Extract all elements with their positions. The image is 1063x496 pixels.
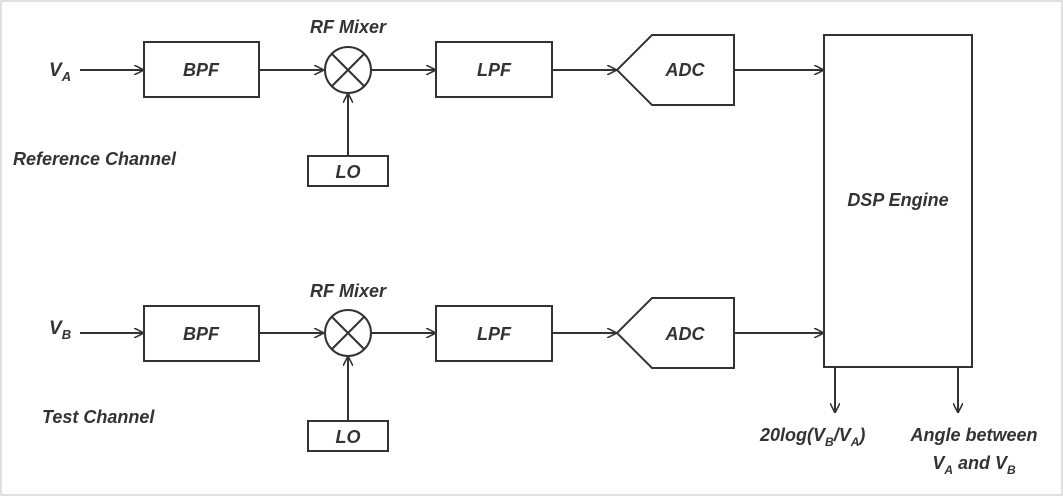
reference-lpf-block	[435, 41, 553, 98]
test-lo-label: LO	[336, 427, 361, 447]
test-mixer-icon	[324, 309, 372, 357]
test-adc-label: ADC	[665, 324, 706, 344]
reference-mixer-icon	[324, 46, 372, 94]
dsp-section: DSP Engine 20log(VB/VA) Angle between VA…	[759, 34, 1038, 477]
test-lpf-label: LPF	[477, 324, 512, 344]
test-lo-block	[307, 420, 389, 452]
test-lpf-block	[435, 305, 553, 362]
reference-mixer-label: RF Mixer	[310, 17, 387, 37]
angle-output-label-line1: Angle between	[909, 425, 1037, 445]
angle-output-label-line2: VA and VB	[932, 453, 1016, 477]
reference-bpf-label: BPF	[183, 60, 220, 80]
reference-lo-label: LO	[336, 162, 361, 182]
reference-adc-label: ADC	[665, 60, 706, 80]
reference-input-label: VA	[49, 60, 71, 84]
reference-channel: VA BPF RF Mixer LO LPF ADC Reference Cha…	[13, 17, 824, 187]
test-input-label: VB	[49, 318, 71, 342]
reference-channel-label: Reference Channel	[13, 149, 177, 169]
reference-lpf-label: LPF	[477, 60, 512, 80]
test-bpf-label: BPF	[183, 324, 220, 344]
test-channel: VB BPF RF Mixer LO LPF ADC Test Channel	[42, 281, 824, 452]
reference-bpf-block	[143, 41, 260, 98]
test-mixer-label: RF Mixer	[310, 281, 387, 301]
dsp-engine-label: DSP Engine	[847, 190, 948, 210]
test-channel-label: Test Channel	[42, 407, 155, 427]
magnitude-output-label: 20log(VB/VA)	[759, 425, 865, 449]
dsp-engine-block	[823, 34, 973, 368]
